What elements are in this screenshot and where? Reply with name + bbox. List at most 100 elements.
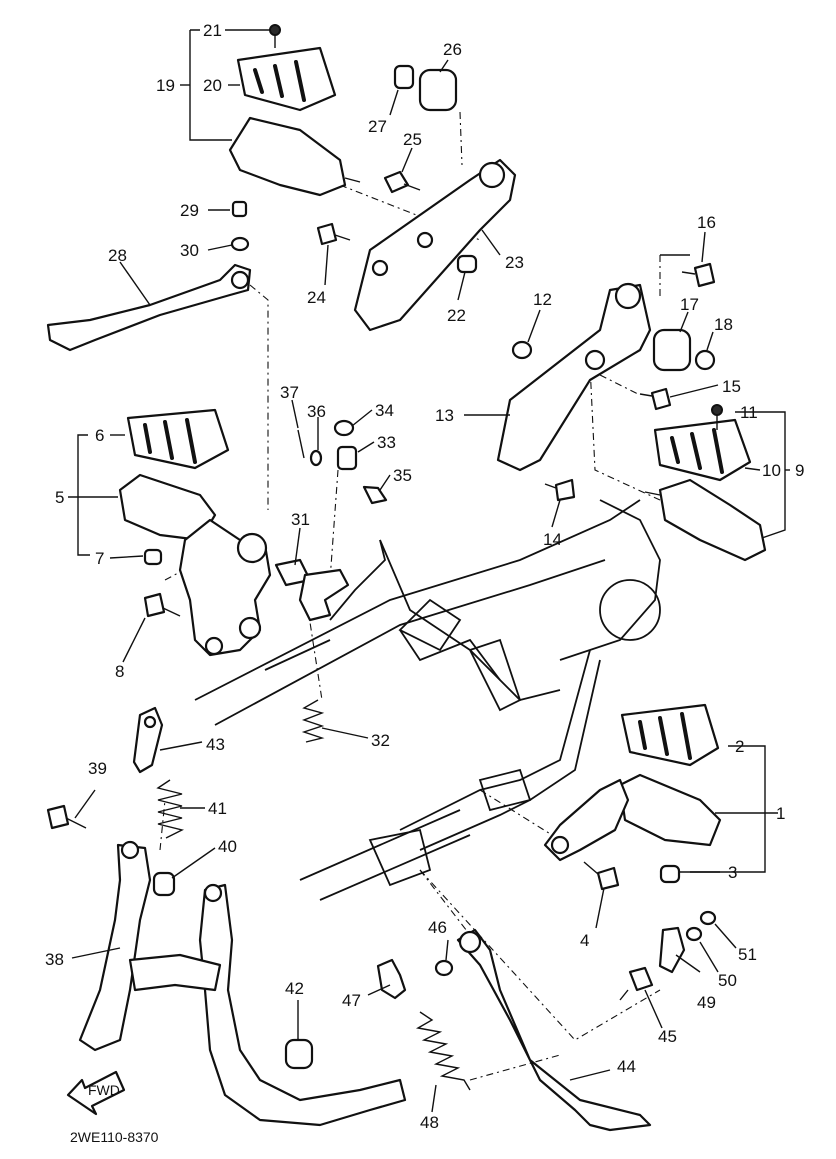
callout-9: 9 <box>795 461 804 480</box>
collar-46 <box>434 959 454 977</box>
collar-42 <box>284 1038 314 1070</box>
bolt-39 <box>46 804 87 830</box>
callout-25: 25 <box>403 130 422 149</box>
callout-23: 23 <box>505 253 524 272</box>
callout-5: 5 <box>55 488 64 507</box>
callout-30: 30 <box>180 241 199 260</box>
nut-7 <box>143 548 163 566</box>
callout-2: 2 <box>735 737 744 756</box>
footpeg-bracket-front-right <box>543 778 630 862</box>
callout-50: 50 <box>718 971 737 990</box>
fwd-label: FWD <box>88 1082 120 1098</box>
spring-32 <box>301 699 325 743</box>
drawing-code: 2WE110-8370 <box>70 1129 159 1145</box>
shaft-31 <box>274 558 350 622</box>
callout-43: 43 <box>206 735 225 754</box>
frame-outline <box>194 499 661 901</box>
callout-21: 21 <box>203 21 222 40</box>
footpeg-rubber-6 <box>126 408 230 470</box>
callout-33: 33 <box>377 433 396 452</box>
shift-pedal-28 <box>46 263 252 352</box>
rear-footpeg-19 <box>228 116 361 197</box>
callout-16: 16 <box>697 213 716 232</box>
callout-36: 36 <box>307 402 326 421</box>
callout-7: 7 <box>95 549 104 568</box>
footpeg-bracket-front-left <box>178 518 272 657</box>
switch-45 <box>619 966 654 1001</box>
callout-32: 32 <box>371 731 390 750</box>
footpeg-rubber-20 <box>236 24 337 112</box>
spring-48 <box>415 1011 471 1091</box>
callout-17: 17 <box>680 295 699 314</box>
main-stand-38 <box>78 840 407 1127</box>
front-footpeg-1 <box>618 773 722 847</box>
rear-footpeg-9 <box>644 478 767 562</box>
callout-labels: 1 2 3 4 5 6 7 8 9 10 11 12 13 14 15 16 1… <box>45 21 804 1132</box>
side-stand-44 <box>456 928 652 1132</box>
bolt-24 <box>316 222 351 246</box>
callout-18: 18 <box>714 315 733 334</box>
bolt-15 <box>639 387 672 411</box>
callout-19: 19 <box>156 76 175 95</box>
nut-3 <box>659 864 681 884</box>
callout-47: 47 <box>342 991 361 1010</box>
callout-31: 31 <box>291 510 310 529</box>
leader-lines <box>68 29 790 1113</box>
callout-10: 10 <box>762 461 781 480</box>
callout-11: 11 <box>740 403 758 422</box>
bracket-43 <box>132 706 164 774</box>
callout-1: 1 <box>776 804 785 823</box>
bolt-29-washer-30 <box>230 200 250 252</box>
callout-24: 24 <box>307 288 326 307</box>
callout-12: 12 <box>533 290 552 309</box>
callout-45: 45 <box>658 1027 677 1046</box>
callout-8: 8 <box>115 662 124 681</box>
collar-40 <box>152 871 176 897</box>
callout-28: 28 <box>108 246 127 265</box>
bolt-16 <box>681 262 716 288</box>
callout-3: 3 <box>728 863 737 882</box>
callout-29: 29 <box>180 201 199 220</box>
bracket-49-50-51 <box>658 910 717 974</box>
callout-22: 22 <box>447 306 466 325</box>
callout-37: 37 <box>280 383 299 402</box>
callout-40: 40 <box>218 837 237 856</box>
footpeg-rubber-10 <box>653 404 752 482</box>
callout-27: 27 <box>368 117 387 136</box>
bushing-26-27 <box>393 64 458 112</box>
callout-44: 44 <box>617 1057 636 1076</box>
rear-footpeg-bracket-left <box>353 158 517 332</box>
callout-46: 46 <box>428 918 447 937</box>
callout-20: 20 <box>203 76 222 95</box>
footpeg-rubber-2 <box>620 703 720 767</box>
nut-22 <box>456 254 478 274</box>
callout-4: 4 <box>580 931 589 950</box>
fwd-arrow-icon: FWD <box>66 1070 126 1116</box>
bolt-8 <box>143 592 181 618</box>
callout-35: 35 <box>393 466 412 485</box>
callout-26: 26 <box>443 40 462 59</box>
callout-15: 15 <box>722 377 741 396</box>
bolt-25 <box>383 170 421 194</box>
callout-42: 42 <box>285 979 304 998</box>
bushing-17-18 <box>652 328 716 372</box>
callout-6: 6 <box>95 426 104 445</box>
callout-38: 38 <box>45 950 64 969</box>
callout-14: 14 <box>543 530 562 549</box>
callout-49: 49 <box>697 993 716 1012</box>
callout-34: 34 <box>375 401 394 420</box>
callout-41: 41 <box>208 799 227 818</box>
callout-51: 51 <box>738 945 757 964</box>
pin-33-34-35-36-37 <box>297 419 388 505</box>
spring-41 <box>156 779 185 839</box>
callout-13: 13 <box>435 406 454 425</box>
callout-48: 48 <box>420 1113 439 1132</box>
callout-39: 39 <box>88 759 107 778</box>
bracket-47 <box>376 958 407 1000</box>
rear-footpeg-bracket-right <box>496 282 652 472</box>
nut-12 <box>511 340 533 360</box>
bolt-4 <box>583 861 620 891</box>
bolt-14 <box>544 478 576 502</box>
